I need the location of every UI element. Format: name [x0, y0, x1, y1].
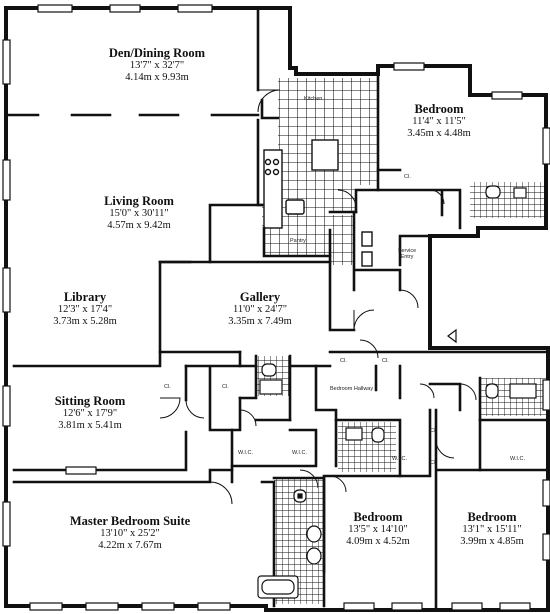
room-dim-m: 3.99m x 4.85m [460, 536, 524, 548]
room-dim-ft: 13'5" x 14'10" [348, 524, 408, 536]
room-name: Bedroom [353, 510, 403, 524]
room-dim-ft: 12'3" x 17'4" [57, 304, 113, 316]
room-dim-m: 3.81m x 5.41m [58, 420, 122, 432]
closet-label: Cl. [222, 384, 229, 390]
kitchen-island [311, 139, 339, 171]
room-dim-m: 4.57m x 9.42m [107, 220, 171, 232]
room-dim-m: 4.09m x 4.52m [346, 536, 410, 548]
room-name: Den/Dining Room [108, 46, 206, 60]
room-dim-m: 3.35m x 7.49m [228, 316, 292, 328]
walk-in-closet-label: W.I.C. [292, 450, 307, 456]
closet-label: Cl. [430, 428, 437, 434]
room-name: Living Room [104, 194, 174, 208]
windows [2, 4, 550, 611]
room-label-den: Den/Dining Room 13'7" x 32'7" 4.14m x 9.… [72, 46, 242, 85]
room-dim-ft: 12'6" x 17'9" [62, 408, 118, 420]
room-name: Library [63, 290, 107, 304]
bath-ne-floor [470, 182, 546, 218]
room-dim-ft: 15'0" x 30'11" [109, 208, 169, 220]
room-dim-m: 3.73m x 5.28m [53, 316, 117, 328]
room-dim-ft: 11'4" x 11'5" [412, 116, 466, 128]
room-dim-m: 4.14m x 9.93m [125, 72, 189, 84]
closet-label: Cl. [340, 358, 347, 364]
closet-label: Cl. [382, 358, 389, 364]
doors [159, 89, 477, 505]
pantry-label: Pantry [290, 238, 306, 244]
service-floor [330, 215, 354, 265]
room-dim-ft: 13'1" x 15'11" [462, 524, 522, 536]
room-label-library: Library 12'3" x 17'4" 3.73m x 5.28m [30, 290, 140, 329]
room-dim-ft: 11'0" x 24'7" [233, 304, 287, 316]
room-label-bedroom-s1: Bedroom 13'5" x 14'10" 4.09m x 4.52m [328, 510, 428, 549]
room-label-bedroom-ne: Bedroom 11'4" x 11'5" 3.45m x 4.48m [384, 102, 494, 141]
room-name: Bedroom [414, 102, 464, 116]
kitchen-label: Kitchen [304, 96, 323, 102]
room-label-sitting: Sitting Room 12'6" x 17'9" 3.81m x 5.41m [30, 394, 150, 433]
room-label-master: Master Bedroom Suite 13'10" x 25'2" 4.22… [40, 514, 220, 553]
walk-in-closet-label: W.I.C. [510, 456, 525, 462]
room-label-bedroom-s2: Bedroom 13'1" x 15'11" 3.99m x 4.85m [440, 510, 544, 549]
entry-arrow-icon [447, 328, 457, 344]
kitchen-fixtures [263, 139, 373, 267]
room-name: Sitting Room [54, 394, 126, 408]
room-name: Master Bedroom Suite [69, 514, 191, 528]
room-dim-m: 3.45m x 4.48m [407, 128, 471, 140]
closet-label: Cl. [164, 384, 171, 390]
room-label-living: Living Room 15'0" x 30'11" 4.57m x 9.42m [64, 194, 214, 233]
room-dim-ft: 13'7" x 32'7" [129, 60, 185, 72]
hallway-label: Bedroom Hallway [330, 386, 374, 392]
kitchen-sink [285, 199, 305, 215]
bath-fixtures [257, 185, 537, 599]
closet-label: Cl. [430, 460, 437, 466]
room-name: Bedroom [467, 510, 517, 524]
service-entry-label: Service Entry [397, 248, 417, 260]
room-name: Gallery [239, 290, 281, 304]
room-dim-m: 4.22m x 7.67m [98, 540, 162, 552]
walk-in-closet-label: W.I.C. [238, 450, 253, 456]
room-label-gallery: Gallery 11'0" x 24'7" 3.35m x 7.49m [200, 290, 320, 329]
walk-in-closet-label: W.I.C. [392, 456, 407, 462]
pantry-floor [264, 228, 330, 256]
room-dim-ft: 13'10" x 25'2" [100, 528, 160, 540]
closet-label: Cl. [404, 174, 411, 180]
